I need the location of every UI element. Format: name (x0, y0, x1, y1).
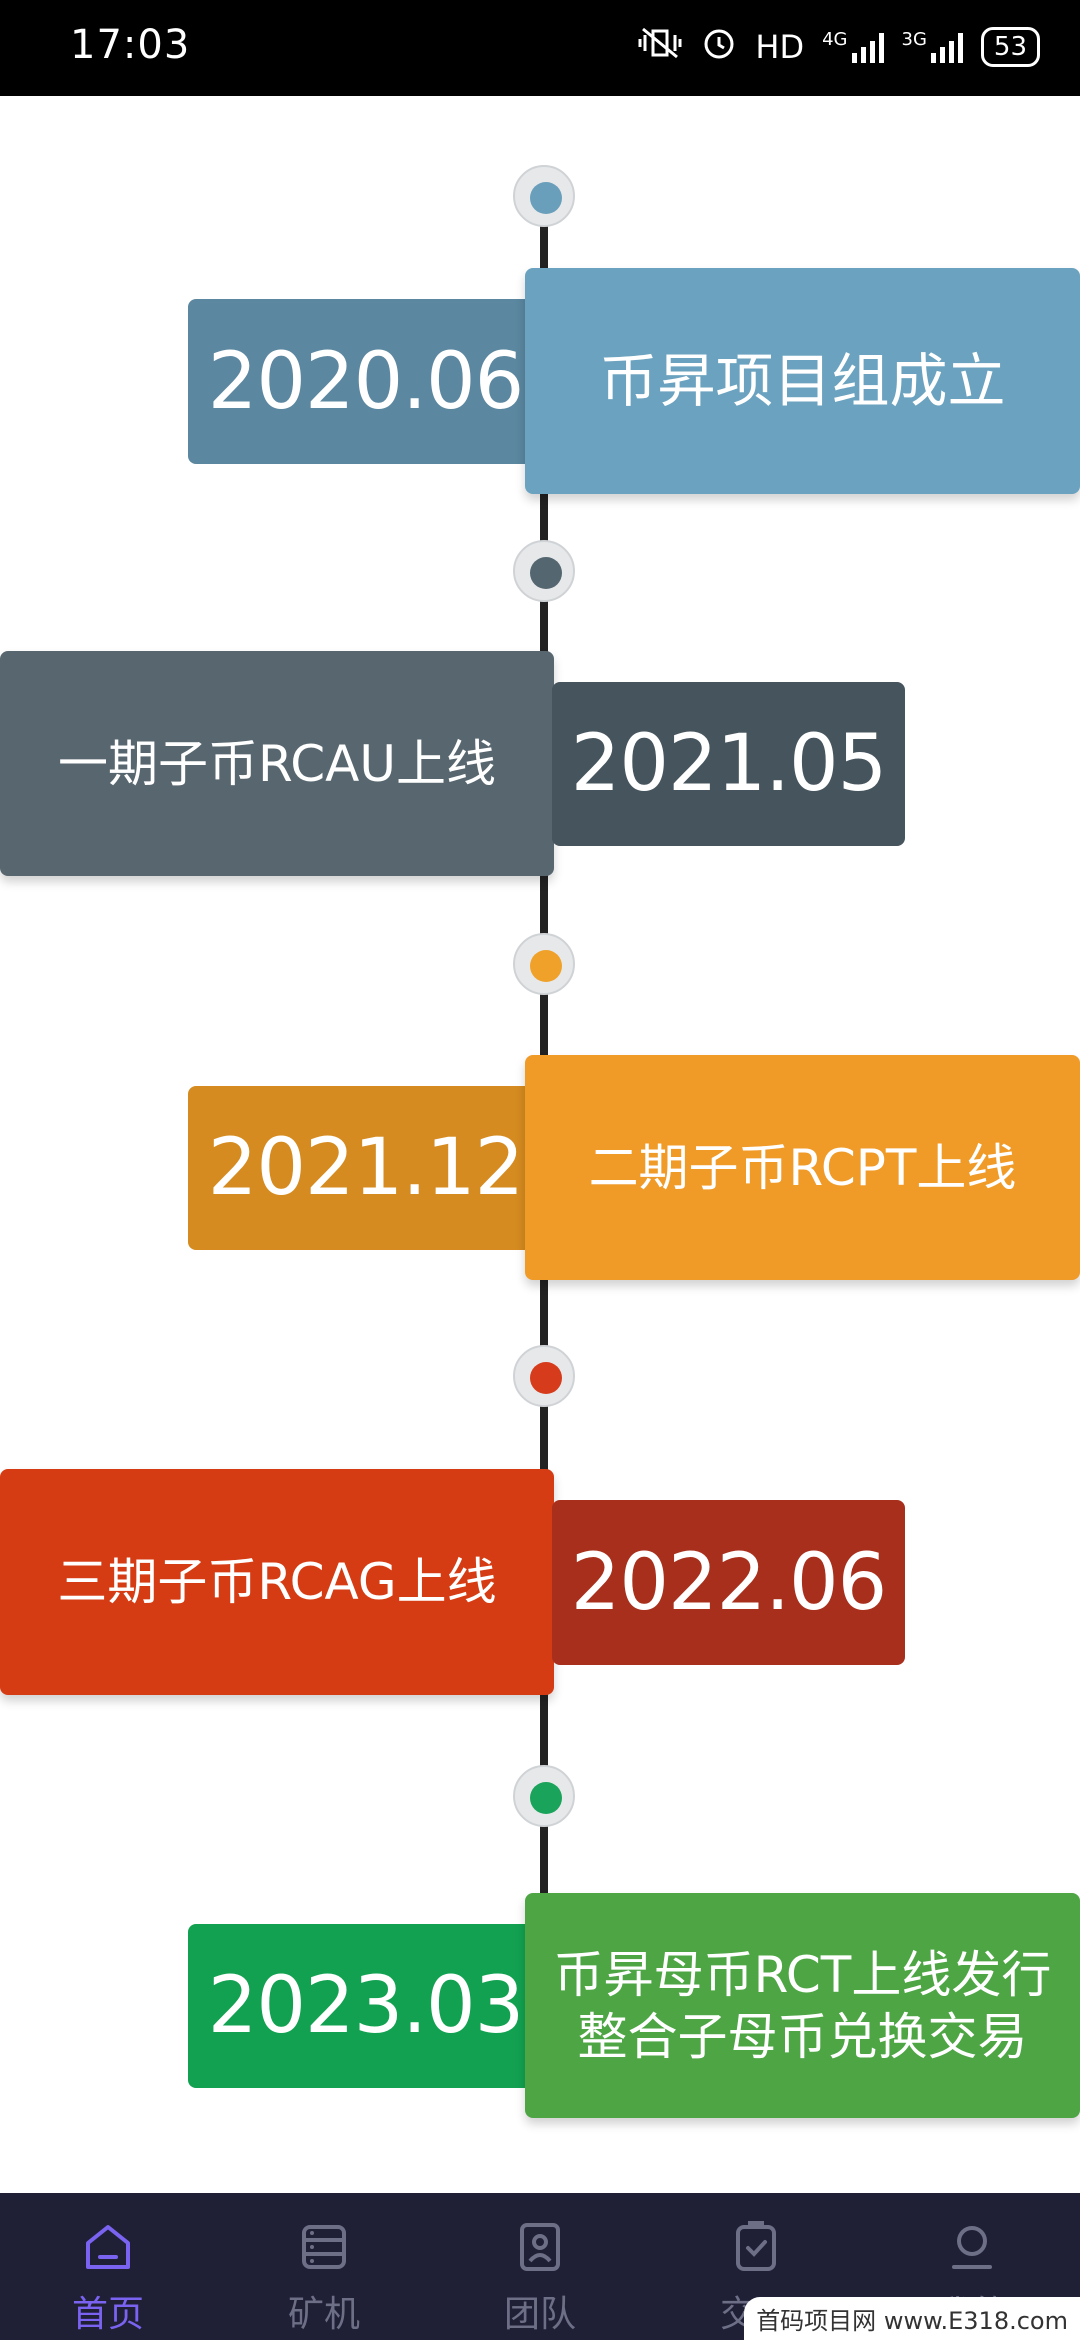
timeline-label-1: 币昇项目组成立 (525, 268, 1080, 494)
profile-icon (952, 2226, 992, 2269)
timeline-date-1: 2020.06 (188, 299, 543, 464)
home-icon (86, 2225, 130, 2269)
timeline-dot-4 (513, 1345, 575, 1407)
timeline-date-4: 2022.06 (552, 1500, 905, 1665)
timeline-date-2: 2021.05 (552, 682, 905, 846)
trade-icon (736, 2221, 776, 2271)
nav-team-label: 团队 (503, 2294, 576, 2335)
timeline-label-5-line-2: 整合子母币兑换交易 (577, 2007, 1028, 2066)
timeline-dot-1 (513, 165, 575, 227)
vibrate-icon (637, 25, 683, 69)
nav-home[interactable]: 首页 (0, 2193, 216, 2340)
timeline-date-5: 2023.03 (188, 1924, 543, 2088)
timeline-label-3: 二期子币RCPT上线 (525, 1055, 1080, 1280)
nav-team[interactable]: 团队 (432, 2193, 648, 2340)
timeline-date-3: 2021.12 (188, 1086, 543, 1250)
nav-miner-label: 矿机 (287, 2294, 360, 2335)
server-icon (302, 2225, 346, 2269)
nav-home-label: 首页 (71, 2294, 144, 2335)
status-time: 17:03 (70, 22, 191, 68)
timeline-dot-2 (513, 540, 575, 602)
signal-4g-icon: 4G (822, 31, 884, 63)
watermark: 首码项目网 www.E318.com (744, 2297, 1080, 2340)
status-bar: 17:03 HD 4G 3G 53 (0, 0, 1080, 96)
alarm-icon (701, 25, 737, 69)
nav-miner[interactable]: 矿机 (216, 2193, 432, 2340)
timeline-label-5-line-1: 币昇母币RCT上线发行 (553, 1945, 1052, 2004)
timeline-dot-5 (513, 1765, 575, 1827)
hd-icon: HD (755, 28, 805, 66)
timeline-label-4: 三期子币RCAG上线 (0, 1469, 554, 1695)
battery-icon: 53 (980, 27, 1040, 67)
team-icon (520, 2223, 560, 2271)
signal-3g-icon: 3G (902, 31, 963, 63)
timeline-label-2: 一期子币RCAU上线 (0, 651, 554, 876)
status-icons: HD 4G 3G 53 (637, 24, 1040, 70)
timeline-dot-3 (513, 933, 575, 995)
timeline-label-5: 币昇母币RCT上线发行 整合子母币兑换交易 (525, 1893, 1080, 2118)
